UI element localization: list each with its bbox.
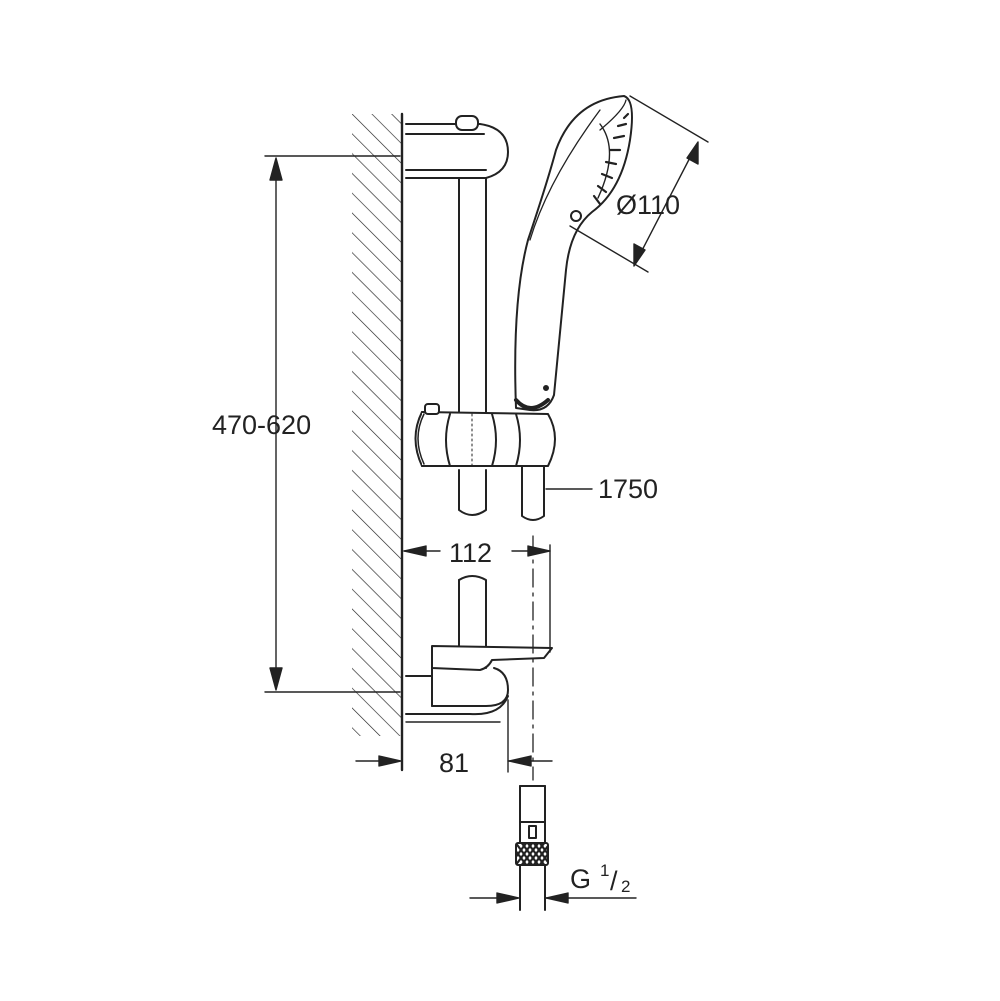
thread-numerator-label: 1 xyxy=(600,861,609,880)
height-range-label: 470-620 xyxy=(212,410,311,440)
bottom-wall-bracket xyxy=(405,645,553,723)
thread-main-label: G xyxy=(570,864,591,894)
projection-label: 112 xyxy=(449,538,492,568)
diameter-label: Ø110 xyxy=(616,190,680,220)
thread-label: G 1 / 2 xyxy=(570,861,630,896)
thread-denominator-label: 2 xyxy=(621,877,630,896)
rail xyxy=(458,177,487,669)
hose-segment xyxy=(521,465,545,521)
offset-label: 81 xyxy=(439,748,469,778)
offset-dimension xyxy=(355,699,553,773)
height-dimension xyxy=(264,155,401,693)
thread-dimension xyxy=(469,892,637,904)
diameter-dimension xyxy=(569,95,709,273)
hand-shower xyxy=(514,95,633,412)
hose-connector xyxy=(515,785,549,911)
thread-fraction-slash: / xyxy=(610,866,618,896)
slider xyxy=(414,403,556,467)
hose-length-label: 1750 xyxy=(598,474,658,504)
top-wall-bracket xyxy=(405,115,509,179)
wall xyxy=(352,112,404,772)
